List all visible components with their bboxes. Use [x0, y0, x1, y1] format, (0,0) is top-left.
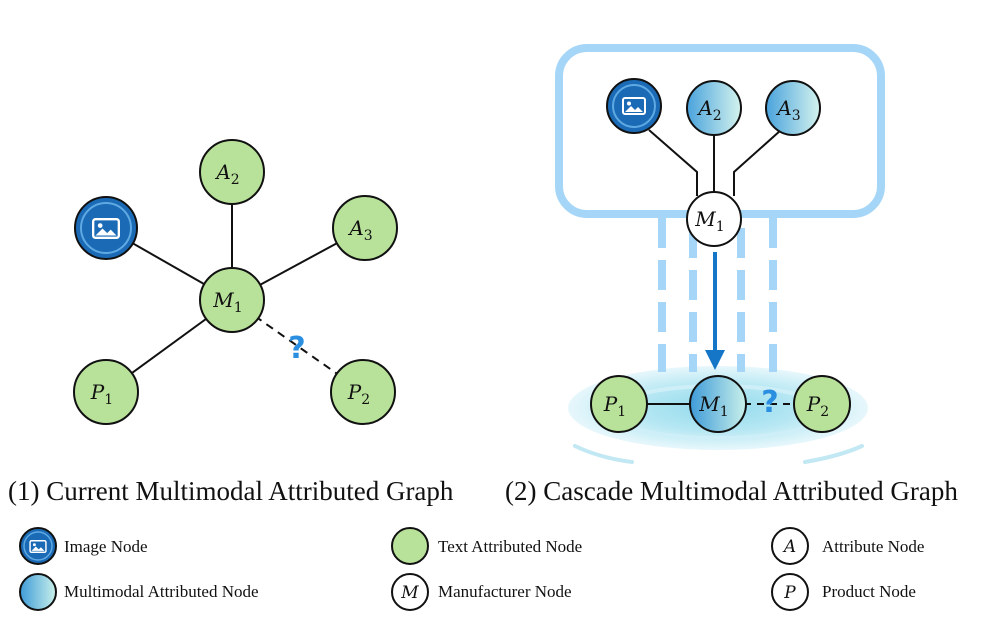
node-a2: A2: [199, 139, 265, 205]
legend-text-node: Text Attributed Node: [391, 527, 582, 565]
svg-text:M1: M1: [212, 288, 242, 316]
node-p1-bottom: P1: [590, 375, 648, 433]
svg-text:A3: A3: [347, 216, 372, 244]
node-a3: A3: [332, 195, 398, 261]
legend-image-node: Image Node: [19, 527, 148, 565]
node-p2: P2: [330, 359, 396, 425]
node-p1: P1: [73, 359, 139, 425]
legend-multimodal-node: Multimodal Attributed Node: [19, 573, 259, 611]
svg-text:P1: P1: [90, 380, 113, 408]
svg-text:Product Node: Product Node: [822, 582, 916, 601]
panel-current-graph: A2 A3 M1 P1 P2 ? (1) Current Multimodal …: [8, 139, 454, 506]
svg-text:A2: A2: [214, 160, 239, 188]
node-p2-bottom: P2: [793, 375, 851, 433]
svg-text:Attribute Node: Attribute Node: [822, 537, 924, 556]
svg-text:Multimodal Attributed Node: Multimodal Attributed Node: [64, 582, 259, 601]
caption-current-graph: (1) Current Multimodal Attributed Graph: [8, 476, 454, 506]
question-mark: ?: [288, 331, 305, 366]
svg-text:P1: P1: [603, 392, 626, 420]
svg-text:M: M: [400, 583, 419, 603]
legend-attribute-node: A Attribute Node: [771, 527, 924, 565]
svg-text:M1: M1: [698, 392, 728, 420]
node-a2-top: A2: [686, 80, 742, 136]
node-a3-top: A3: [765, 80, 821, 136]
node-m1-top: M1: [686, 191, 742, 247]
svg-text:P2: P2: [806, 392, 829, 420]
panel-cascade-graph: A2 A3 M1 P1 M1 P2 ? (2) Cascade Multim: [505, 44, 958, 506]
svg-text:Text Attributed Node: Text Attributed Node: [438, 537, 582, 556]
svg-text:A3: A3: [775, 96, 800, 124]
svg-text:A2: A2: [696, 96, 721, 124]
svg-text:Manufacturer Node: Manufacturer Node: [438, 582, 572, 601]
question-mark: ?: [761, 385, 778, 420]
edge-m1-a3-top: [733, 129, 782, 196]
caption-cascade-graph: (2) Cascade Multimodal Attributed Graph: [505, 476, 958, 506]
svg-text:Image Node: Image Node: [64, 537, 148, 556]
legend-product-node: P Product Node: [771, 573, 916, 611]
legend-manufacturer-node: M Manufacturer Node: [391, 573, 572, 611]
cascade-pillars: [658, 218, 777, 372]
node-m1-bottom: M1: [689, 375, 747, 433]
edge-m1-image-top: [648, 129, 698, 196]
svg-text:P: P: [783, 583, 796, 603]
svg-text:M1: M1: [694, 207, 724, 235]
svg-text:A: A: [782, 537, 796, 557]
legend: Image Node Multimodal Attributed Node Te…: [19, 527, 924, 611]
node-image-top: [606, 78, 662, 134]
svg-text:P2: P2: [347, 380, 370, 408]
node-m1: M1: [199, 267, 265, 333]
node-image: [74, 196, 138, 260]
